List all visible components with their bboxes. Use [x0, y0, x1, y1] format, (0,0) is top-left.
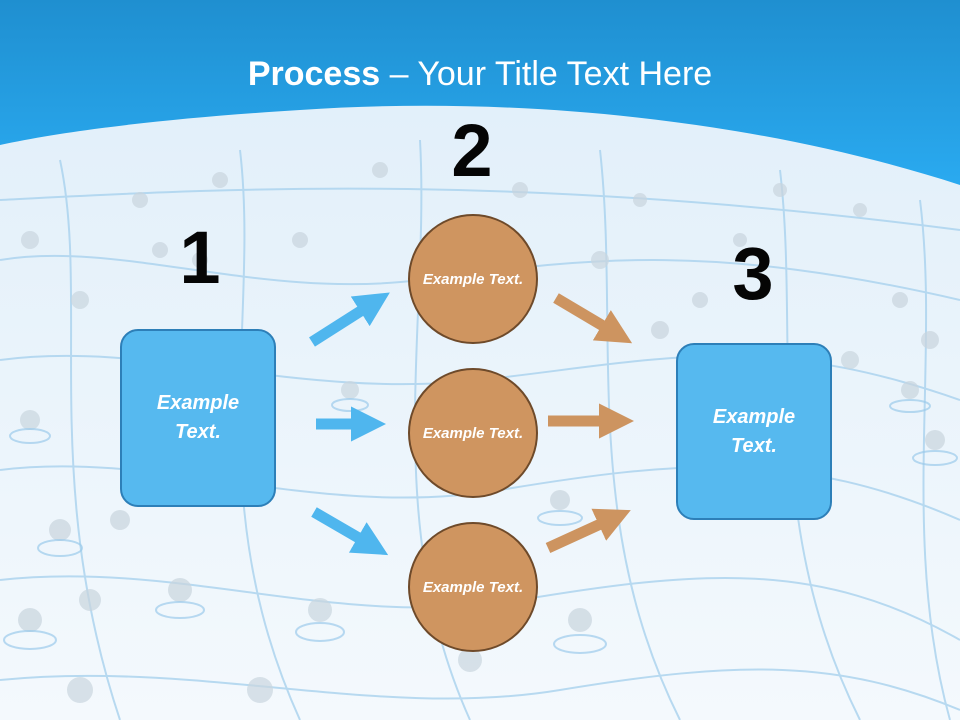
circle-middle-text: Example Text. — [422, 424, 524, 442]
arrow-box-to-top — [309, 292, 390, 347]
circle-middle: Example Text. — [408, 368, 538, 498]
step-number-1: 1 — [179, 216, 221, 299]
circle-bottom: Example Text. — [408, 522, 538, 652]
circle-top: Example Text. — [408, 214, 538, 344]
slide-title: Process – Your Title Text Here — [0, 54, 960, 94]
box-left: Example Text. — [120, 329, 276, 507]
step-number-3: 3 — [732, 232, 774, 315]
arrow-bottom-to-right — [545, 508, 631, 554]
title-bold: Process — [247, 55, 381, 93]
box-left-text: Example Text. — [156, 392, 240, 443]
arrow-box-to-bottom — [311, 507, 389, 556]
box-right-text: Example Text. — [712, 405, 796, 457]
arrow-top-to-right — [553, 293, 633, 344]
circle-top-text: Example Text. — [422, 270, 524, 288]
title-rest: – Your Title Text Here — [380, 55, 713, 93]
circle-bottom-text: Example Text. — [422, 578, 524, 596]
box-right: Example Text. — [676, 343, 832, 520]
step-number-2: 2 — [451, 109, 493, 192]
